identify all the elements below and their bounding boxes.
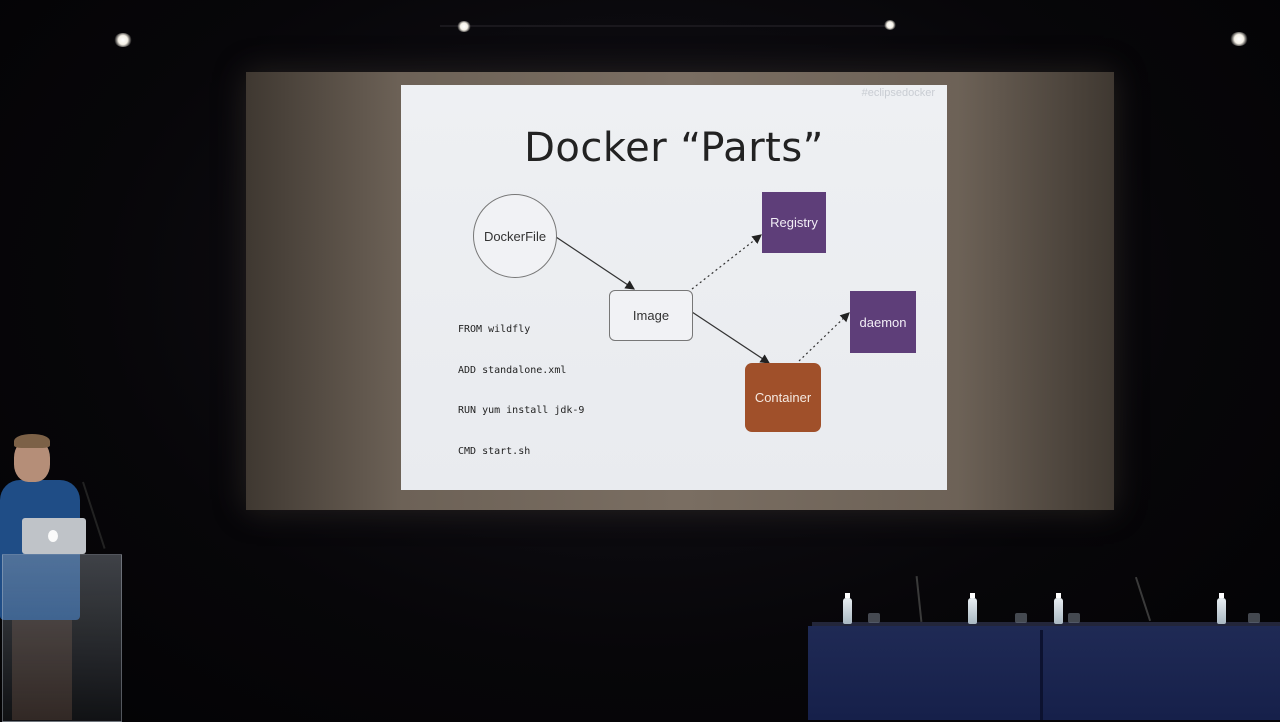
slide-hashtag: #eclipsedocker — [861, 87, 935, 99]
code-line: FROM wildfly — [458, 324, 531, 335]
water-bottle — [1054, 598, 1063, 624]
water-bottle — [968, 598, 977, 624]
water-bottle — [1217, 598, 1226, 624]
stage-light — [457, 21, 471, 32]
table-divider — [1040, 630, 1043, 720]
image-node: Image — [609, 290, 693, 341]
arrow-container-to-daemon — [798, 312, 850, 362]
arrow-image-to-container — [691, 311, 771, 364]
bottle-cap — [1056, 593, 1061, 598]
code-line: ADD standalone.xml — [458, 364, 567, 376]
drinking-glass — [1068, 613, 1080, 623]
apple-logo-icon — [48, 530, 58, 542]
table-microphone — [1134, 576, 1152, 622]
table-microphone — [915, 576, 923, 622]
bottle-cap — [1219, 593, 1224, 598]
presenter — [0, 430, 130, 722]
code-line: CMD start.sh — [458, 445, 531, 457]
registry-node: Registry — [762, 192, 826, 253]
ceiling-rig — [440, 25, 890, 27]
stage-light — [114, 33, 132, 47]
slide-title: Docker “Parts” — [524, 125, 824, 171]
code-line: RUN yum install jdk-9 — [458, 405, 585, 416]
bottle-cap — [970, 593, 975, 598]
presenter-hair — [14, 434, 50, 448]
bottle-cap — [845, 593, 850, 598]
diagram-arrows — [555, 234, 850, 364]
dockerfile-node: DockerFile — [473, 194, 557, 278]
container-node: Container — [745, 363, 821, 432]
arrow-image-to-registry — [691, 234, 762, 290]
presenter-legs — [12, 620, 72, 720]
dockerfile-code: FROM wildfly ADD standalone.xml RUN yum … — [458, 296, 584, 485]
laptop — [22, 518, 86, 554]
presentation-slide: #eclipsedocker Docker “Parts” DockerFile… — [401, 85, 947, 490]
stage-light — [884, 20, 896, 30]
podium — [2, 554, 122, 722]
water-bottle — [843, 598, 852, 624]
daemon-node: daemon — [850, 291, 916, 353]
drinking-glass — [1015, 613, 1027, 623]
drinking-glass — [1248, 613, 1260, 623]
panel-table — [808, 626, 1280, 720]
arrow-dockerfile-to-image — [555, 236, 635, 290]
stage-light — [1230, 32, 1248, 46]
drinking-glass — [868, 613, 880, 623]
